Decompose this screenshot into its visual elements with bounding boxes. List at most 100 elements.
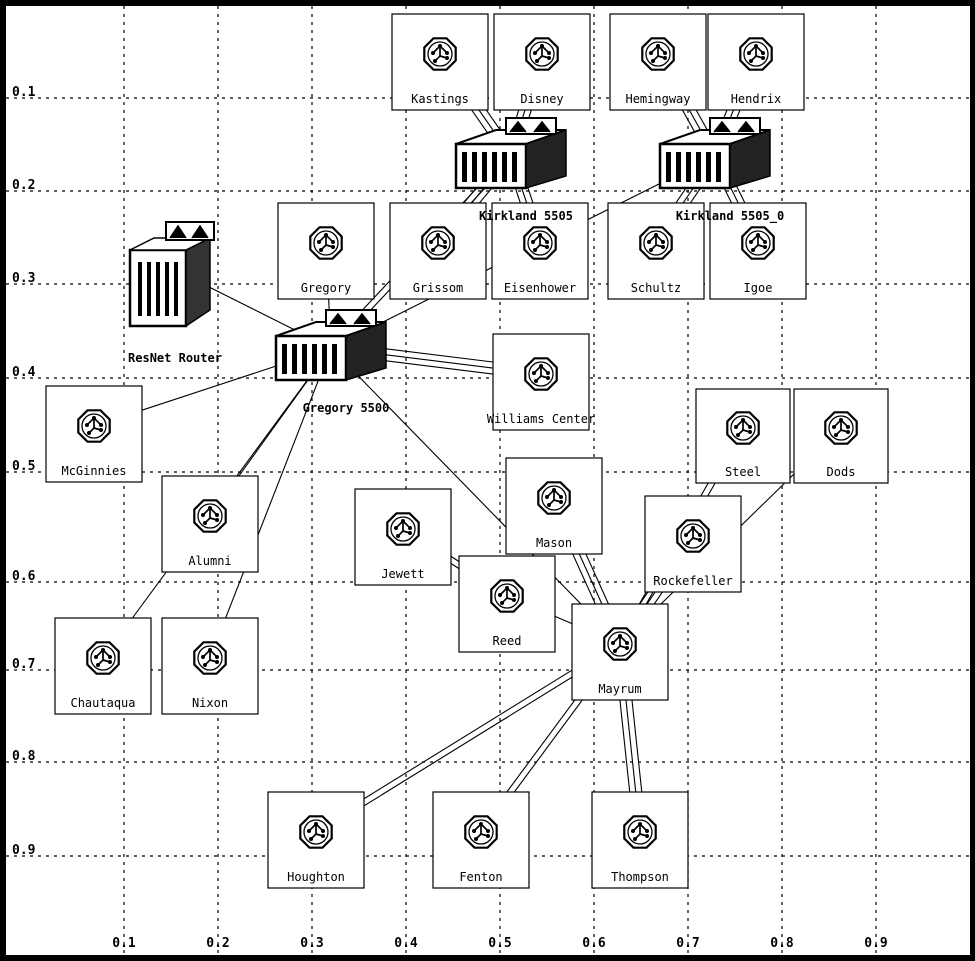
router-node-williams[interactable]: Williams Center xyxy=(487,334,595,430)
router-node-fenton[interactable]: Fenton xyxy=(433,792,529,888)
router-label: Fenton xyxy=(459,870,502,884)
router-node-steel[interactable]: Steel xyxy=(696,389,790,483)
switch-icon xyxy=(660,118,770,188)
router-icon xyxy=(727,412,758,443)
router-label: Schultz xyxy=(631,281,682,295)
router-icon xyxy=(604,628,635,659)
router-node-dods[interactable]: Dods xyxy=(794,389,888,483)
router-label: Rockefeller xyxy=(653,574,732,588)
router-label: Hendrix xyxy=(731,92,782,106)
router-label: Nixon xyxy=(192,696,228,710)
router-label: McGinnies xyxy=(61,464,126,478)
router-node-hemingway[interactable]: Hemingway xyxy=(610,14,706,110)
router-node-alumni[interactable]: Alumni xyxy=(162,476,258,572)
x-axis-tick-label: 0.1 xyxy=(112,936,136,951)
router-label: Eisenhower xyxy=(504,281,576,295)
router-node-mason[interactable]: Mason xyxy=(506,458,602,554)
y-axis-tick-label: 0.7 xyxy=(12,657,35,672)
router-icon xyxy=(194,500,225,531)
switch-label: Kirkland 5505 xyxy=(479,209,573,223)
switch-icon xyxy=(456,118,566,188)
router-icon xyxy=(87,642,118,673)
router-icon xyxy=(740,38,771,69)
router-label: Alumni xyxy=(188,554,231,568)
router-node-hendrix[interactable]: Hendrix xyxy=(708,14,804,110)
router-icon xyxy=(310,227,341,258)
router-label: Igoe xyxy=(744,281,773,295)
x-axis-tick-label: 0.2 xyxy=(206,936,229,951)
router-icon xyxy=(387,513,418,544)
router-icon xyxy=(465,816,496,847)
router-label: Gregory xyxy=(301,281,352,295)
y-axis-tick-label: 0.4 xyxy=(12,365,36,380)
router-node-rockefeller[interactable]: Rockefeller xyxy=(645,496,741,592)
router-icon xyxy=(491,580,522,611)
y-axis-tick-label: 0.8 xyxy=(12,749,36,764)
switch-label: Kirkland 5505_0 xyxy=(676,209,784,224)
router-node-thompson[interactable]: Thompson xyxy=(592,792,688,888)
switch-node-kirkland5505_0[interactable]: Kirkland 5505_0 xyxy=(660,118,784,224)
router-icon xyxy=(677,520,708,551)
router-label: Chautaqua xyxy=(70,696,135,710)
router-label: Disney xyxy=(520,92,563,106)
router-label: Steel xyxy=(725,465,761,479)
router-label: Houghton xyxy=(287,870,345,884)
x-axis-tick-label: 0.4 xyxy=(394,936,418,951)
router-icon xyxy=(424,38,455,69)
router-icon xyxy=(78,410,109,441)
x-axis-tick-label: 0.6 xyxy=(582,936,606,951)
router-node-nixon[interactable]: Nixon xyxy=(162,618,258,714)
router-icon xyxy=(624,816,655,847)
router-icon xyxy=(642,38,673,69)
router-label: Hemingway xyxy=(625,92,690,106)
router-icon xyxy=(526,38,557,69)
router-node-reed[interactable]: Reed xyxy=(459,556,555,652)
router-node-jewett[interactable]: Jewett xyxy=(355,489,451,585)
router-label: Grissom xyxy=(413,281,464,295)
router-label: Williams Center xyxy=(487,412,595,426)
router-label: Mayrum xyxy=(598,682,641,696)
router-label: Thompson xyxy=(611,870,669,884)
router-label: Kastings xyxy=(411,92,469,106)
router-icon xyxy=(525,358,556,389)
switch-label: Gregory 5500 xyxy=(303,401,390,415)
router-label: Jewett xyxy=(381,567,424,581)
router-icon xyxy=(825,412,856,443)
x-axis-tick-label: 0.3 xyxy=(300,936,323,951)
router-node-kastings[interactable]: Kastings xyxy=(392,14,488,110)
router-icon xyxy=(194,642,225,673)
y-axis-tick-label: 0.3 xyxy=(12,271,35,286)
router-node-grissom[interactable]: Grissom xyxy=(390,203,486,299)
router-icon xyxy=(538,482,569,513)
router-node-mcginnies[interactable]: McGinnies xyxy=(46,386,142,482)
router-icon xyxy=(300,816,331,847)
router-node-chautaqua[interactable]: Chautaqua xyxy=(55,618,151,714)
x-axis-tick-label: 0.7 xyxy=(676,936,699,951)
switch-icon xyxy=(276,310,386,380)
router-icon xyxy=(742,227,773,258)
y-axis-tick-label: 0.1 xyxy=(12,85,36,100)
router-label: Reed xyxy=(493,634,522,648)
y-axis-tick-label: 0.9 xyxy=(12,843,35,858)
router-node-gregory[interactable]: Gregory xyxy=(278,203,374,299)
resnet-router-label: ResNet Router xyxy=(128,351,222,365)
resnet-router-node[interactable]: ResNet Router xyxy=(128,222,222,365)
x-axis-tick-label: 0.9 xyxy=(864,936,887,951)
x-axis-tick-label: 0.5 xyxy=(488,936,511,951)
x-axis-tick-label: 0.8 xyxy=(770,936,794,951)
router-node-houghton[interactable]: Houghton xyxy=(268,792,364,888)
core-router-icon xyxy=(130,222,214,326)
y-axis-tick-label: 0.2 xyxy=(12,178,35,193)
router-icon xyxy=(640,227,671,258)
router-label: Dods xyxy=(827,465,856,479)
router-icon xyxy=(422,227,453,258)
router-node-mayrum[interactable]: Mayrum xyxy=(572,604,668,700)
router-label: Mason xyxy=(536,536,572,550)
router-icon xyxy=(524,227,555,258)
router-node-disney[interactable]: Disney xyxy=(494,14,590,110)
y-axis-tick-label: 0.6 xyxy=(12,569,36,584)
y-axis-tick-label: 0.5 xyxy=(12,459,35,474)
